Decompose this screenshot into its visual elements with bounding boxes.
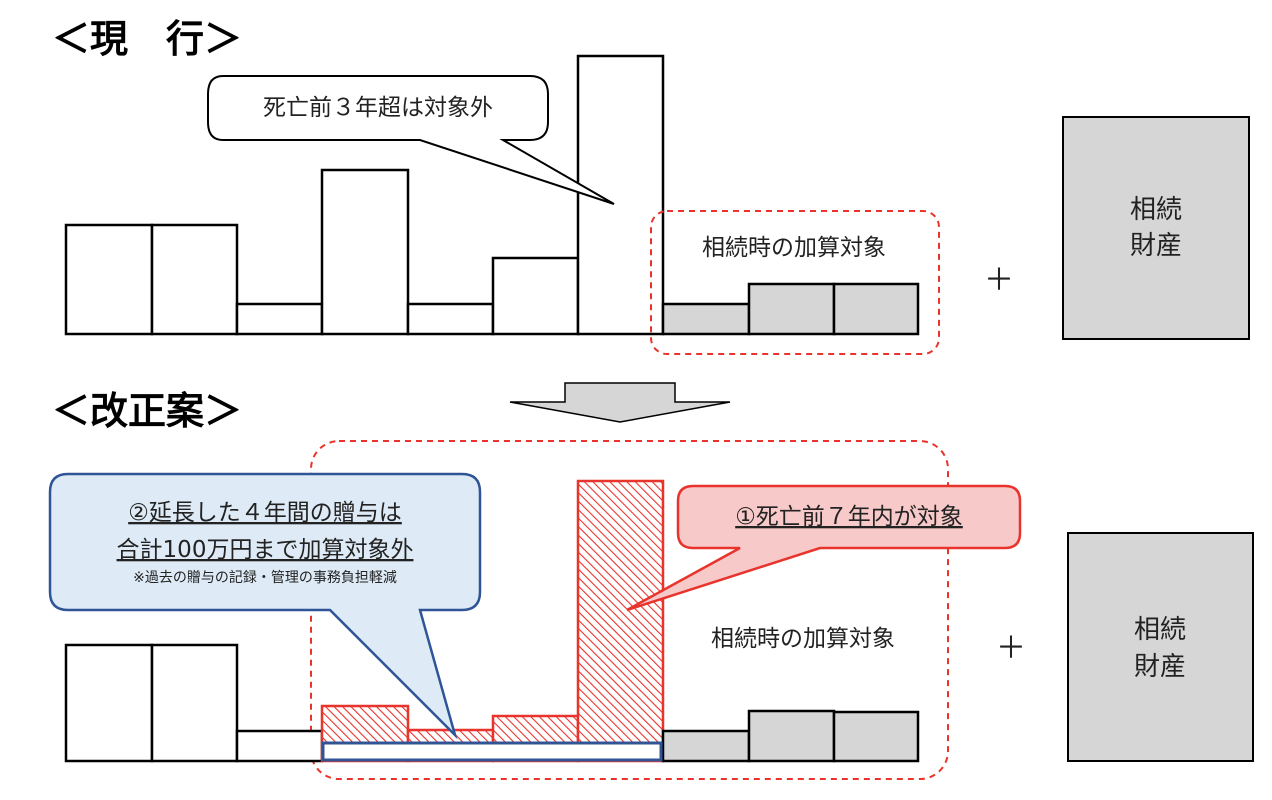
proposal-blue-callout: ②延長した４年間の贈与は 合計100万円まで加算対象外 ※過去の贈与の記録・管理… [48,472,482,740]
exempt-100man-strip [321,741,663,762]
bar-proposal-7 [576,479,665,763]
proposal-red-callout: ①死亡前７年内が対象 [626,484,1022,612]
blue-callout-line1: ②延長した４年間の贈与は [128,500,402,526]
current-bars [64,54,920,336]
proposal-add-target-label: 相続時の加算対象 [711,626,895,652]
blue-callout-note: ※過去の贈与の記録・管理の事務負担軽減 [133,569,397,586]
proposal-estate-box [1067,532,1254,762]
bar-proposal-9 [747,709,836,763]
proposal-heading: ＜改正案＞ [52,389,242,433]
down-arrow-icon [509,382,731,423]
current-estate-line1: 相続 [1130,195,1182,225]
current-callout-text: 死亡前３年超は対象外 [263,95,493,121]
bar-current-5 [406,302,495,336]
current-add-target-box [650,210,940,355]
current-add-target-label: 相続時の加算対象 [702,235,886,261]
current-heading: ＜現 行＞ [52,17,242,61]
red-callout-text: ①死亡前７年内が対象 [735,504,963,530]
bar-current-3 [235,302,324,336]
current-estate-line2: 財産 [1130,231,1182,261]
proposal-bars [64,479,920,763]
bar-proposal-2 [150,643,239,763]
bar-proposal-8 [661,729,751,763]
bar-current-10 [832,282,920,336]
bar-current-9 [747,282,836,336]
bar-current-8 [661,302,751,336]
current-estate-box [1062,116,1250,340]
bar-current-1 [64,223,154,336]
bar-current-6 [491,256,580,336]
bar-current-2 [150,223,239,336]
bar-proposal-3 [235,729,324,763]
proposal-plus-sign: ＋ [996,631,1026,666]
proposal-estate-line2: 財産 [1134,652,1186,682]
current-callout: 死亡前３年超は対象外 [207,75,615,205]
bar-proposal-1 [64,643,154,763]
blue-callout-line2: 合計100万円まで加算対象外 [117,537,414,563]
bar-current-4 [320,168,410,336]
current-plus-sign: ＋ [984,263,1014,298]
bar-proposal-10 [832,710,920,763]
proposal-estate-line1: 相続 [1134,615,1186,645]
